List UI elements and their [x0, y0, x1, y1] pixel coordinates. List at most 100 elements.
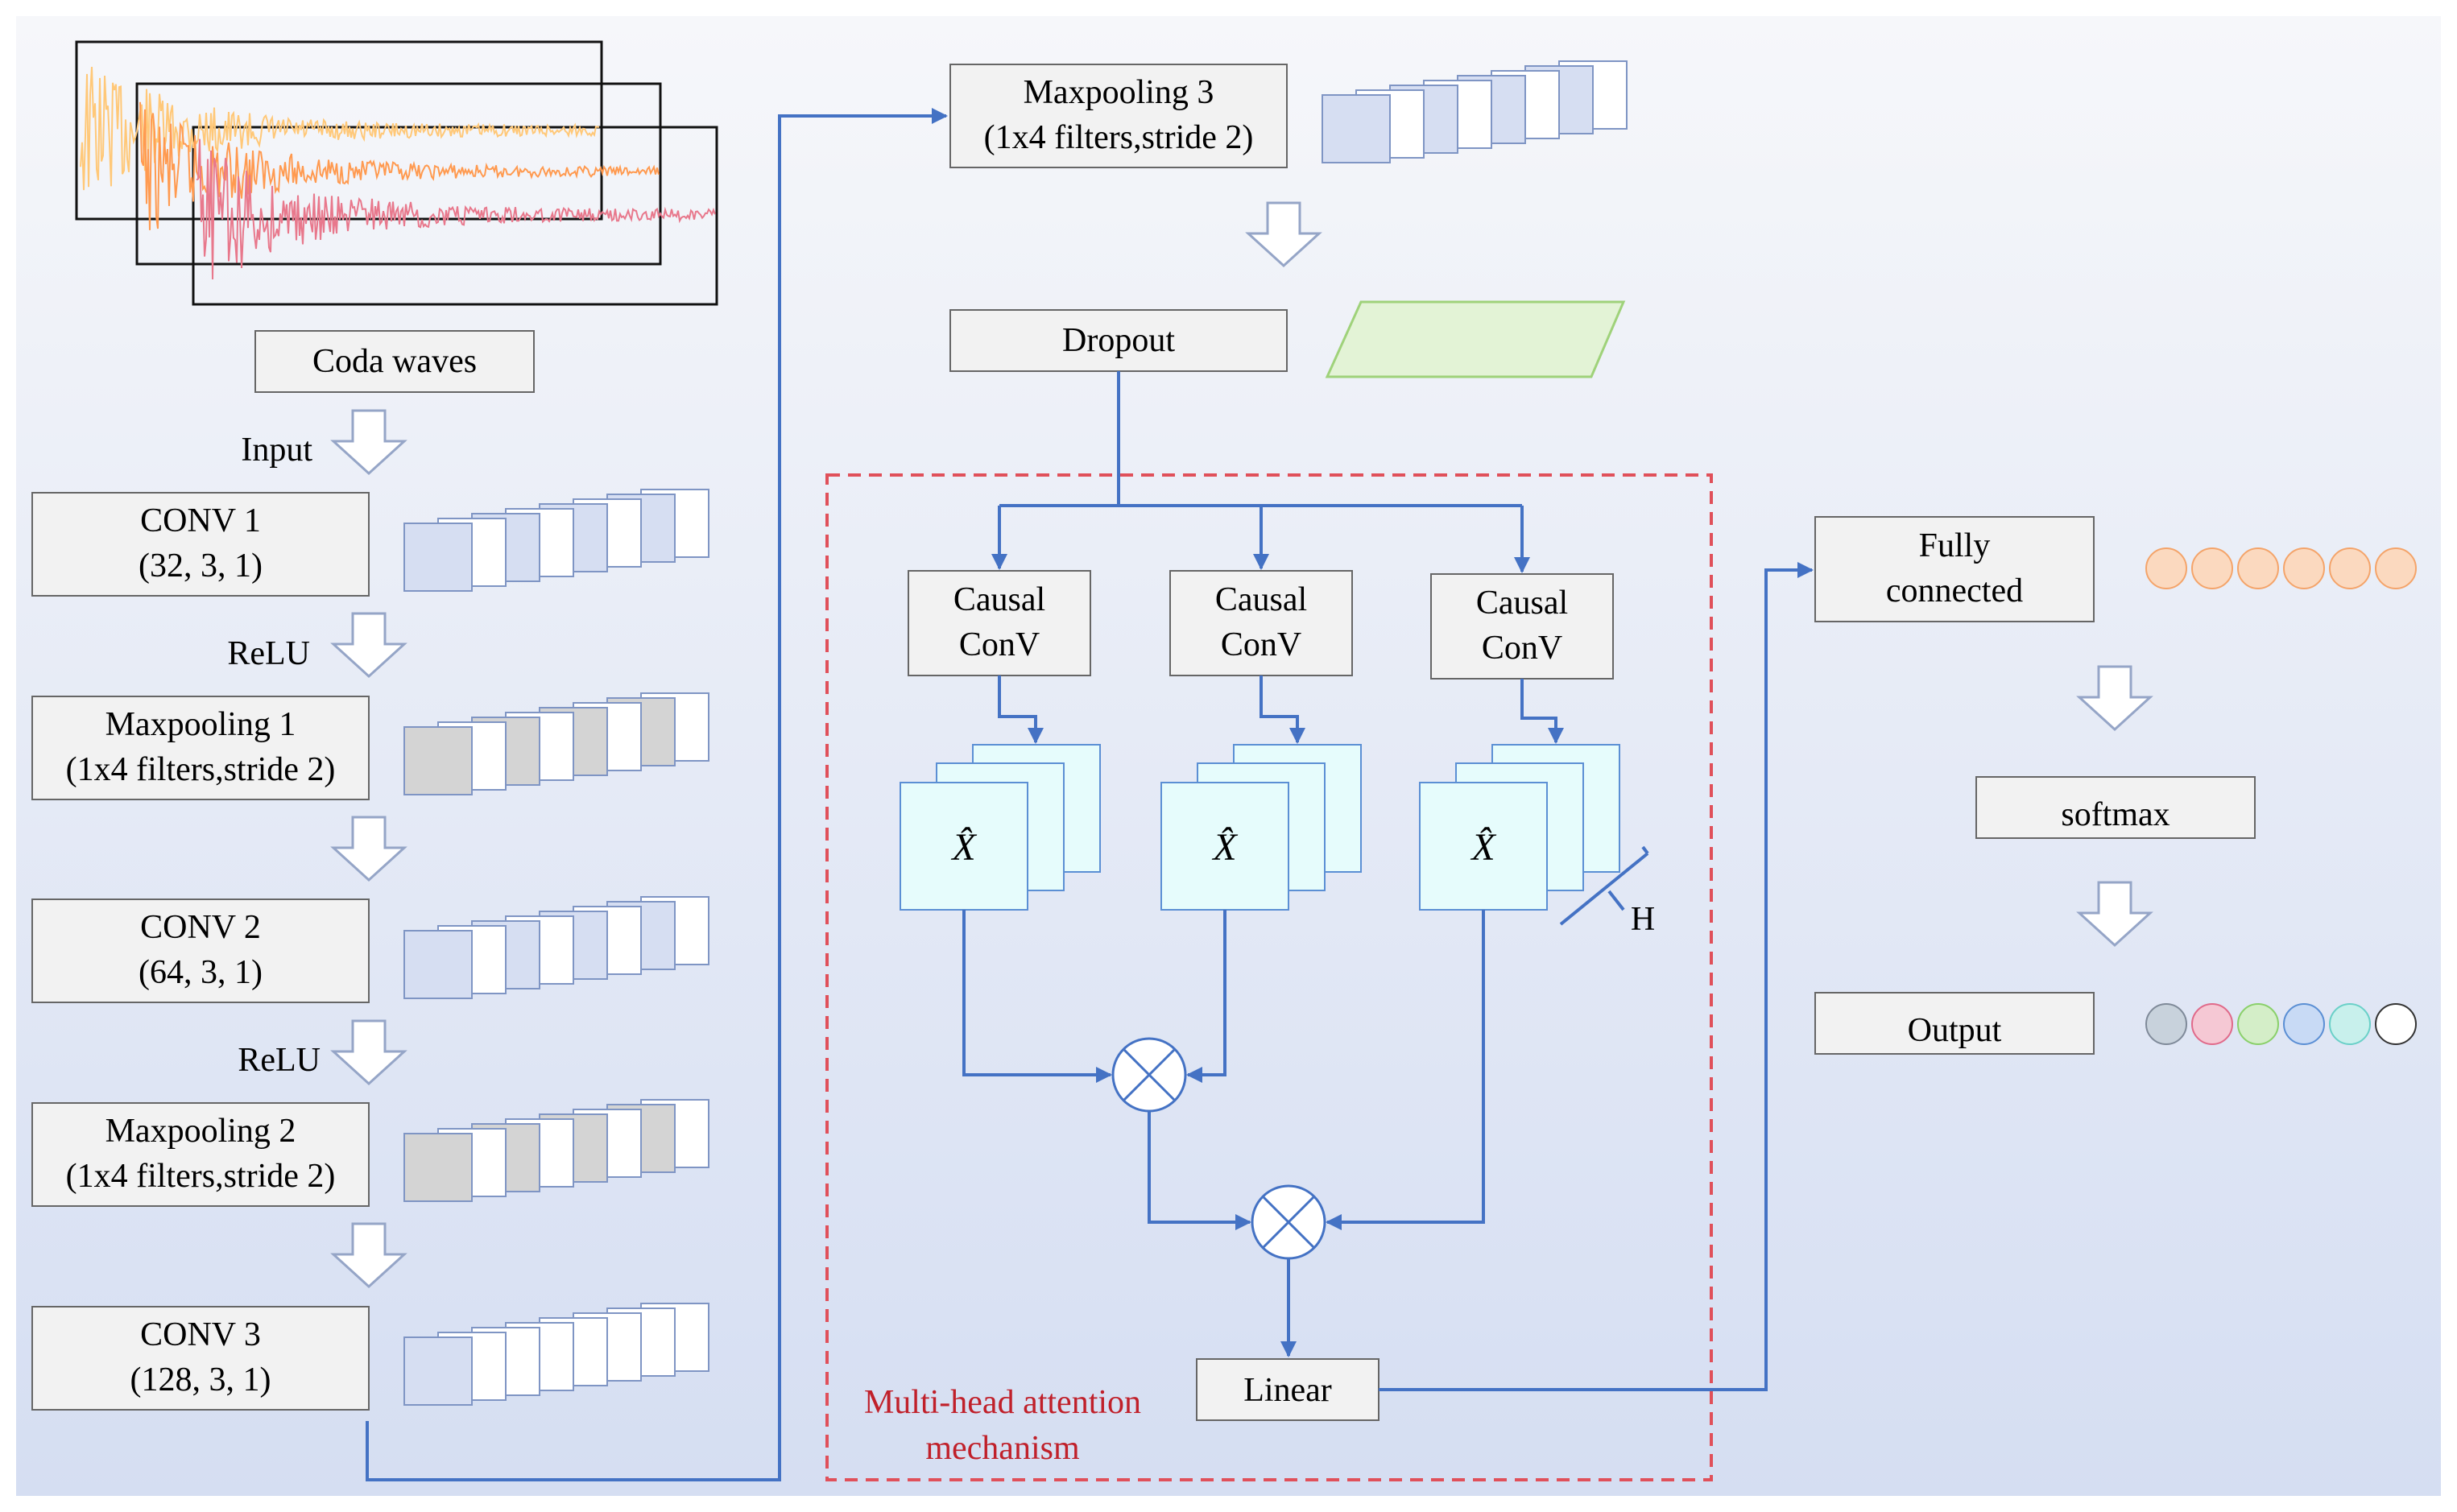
maxpooling2-block: Maxpooling 2 (1x4 filters,stride 2) — [31, 1102, 370, 1207]
dropout-label: Dropout — [1062, 322, 1175, 359]
coda-waves-label: Coda waves — [312, 343, 477, 380]
maxpooling1-line1: Maxpooling 1 — [105, 706, 296, 743]
output-node — [2329, 1003, 2371, 1045]
down-arrow-icon — [2076, 881, 2153, 948]
fc-node — [2283, 547, 2325, 589]
down-arrow-icon — [330, 1222, 407, 1289]
maxpooling3-block: Maxpooling 3 (1x4 filters,stride 2) — [949, 64, 1288, 168]
connector-xhat2-to-mult1 — [1186, 910, 1226, 1083]
causal-conv-3-line2: ConV — [1482, 630, 1562, 667]
flow-connectors — [366, 108, 1814, 1481]
causal-conv-1-line1: Causal — [953, 581, 1045, 618]
connector-head2-to-xhat — [1260, 675, 1305, 744]
maxpooling3-line1: Maxpooling 3 — [1024, 74, 1214, 111]
attention-frame — [825, 473, 1713, 1481]
output-node — [2145, 1003, 2187, 1045]
conv2-block: CONV 2 (64, 3, 1) — [31, 899, 370, 1003]
linear-label: Linear — [1243, 1372, 1332, 1409]
connector-head3-to-xhat — [1520, 679, 1564, 744]
down-arrow-icon — [2076, 665, 2153, 732]
maxpooling1-block: Maxpooling 1 (1x4 filters,stride 2) — [31, 696, 370, 800]
causal-conv-2-line1: Causal — [1215, 581, 1307, 618]
connector-mult1-to-mult2 — [1148, 1111, 1251, 1230]
maxpooling1-line2: (1x4 filters,stride 2) — [66, 751, 336, 788]
xhat-symbol-2: X̂ — [1211, 825, 1238, 869]
arrow-label-relu-2: ReLU — [238, 1042, 321, 1079]
coda-waves-plot — [75, 40, 718, 306]
output-node — [2191, 1003, 2233, 1045]
output-label: Output — [1908, 1012, 2002, 1049]
causal-conv-3-line1: Causal — [1476, 585, 1568, 622]
feature-map-stack — [403, 1099, 709, 1202]
dropout-block: Dropout — [949, 309, 1288, 372]
conv1-line2: (32, 3, 1) — [139, 547, 263, 585]
connector-xhat1-to-mult1 — [962, 910, 1112, 1083]
causal-conv-1: Causal ConV — [908, 570, 1091, 676]
maxpooling3-line2: (1x4 filters,stride 2) — [984, 119, 1254, 156]
fully-connected-line1: Fully — [1919, 527, 1991, 564]
feature-map-stack — [1322, 60, 1628, 163]
feature-map-layer — [403, 930, 473, 999]
xhat-symbol-1: X̂ — [950, 825, 977, 869]
output-nodes — [2145, 1003, 2417, 1045]
feature-map-layer — [403, 726, 473, 795]
feature-map-layer — [403, 523, 473, 592]
linear-block: Linear — [1196, 1358, 1379, 1421]
conv2-line1: CONV 2 — [140, 909, 261, 946]
xhat-stack-2 — [1160, 744, 1362, 911]
conv3-block: CONV 3 (128, 3, 1) — [31, 1306, 370, 1411]
fully-connected-line2: connected — [1886, 572, 2023, 609]
fc-node — [2329, 547, 2371, 589]
down-arrow-icon — [330, 1019, 407, 1086]
xhat-stack-1 — [900, 744, 1101, 911]
maxpooling2-line1: Maxpooling 2 — [105, 1113, 296, 1150]
connector-linear-to-fc — [1379, 562, 1814, 1391]
connector-conv3-to-maxpool3 — [366, 108, 948, 1481]
softmax-label: softmax — [2061, 796, 2170, 833]
fc-node — [2237, 547, 2279, 589]
softmax-block: softmax — [1975, 776, 2256, 839]
fc-node — [2145, 547, 2187, 589]
fc-node — [2375, 547, 2417, 589]
attention-title-line2: mechanism — [925, 1430, 1080, 1467]
down-arrow-icon — [1245, 201, 1322, 268]
causal-conv-3: Causal ConV — [1430, 573, 1614, 680]
feature-map-stack — [403, 489, 709, 592]
feature-map-layer — [1322, 94, 1391, 163]
fully-connected-block: Fully connected — [1814, 516, 2095, 622]
feature-map-layer — [403, 1336, 473, 1406]
conv3-line2: (128, 3, 1) — [130, 1361, 271, 1398]
causal-conv-1-line2: ConV — [959, 626, 1040, 663]
down-arrow-icon — [330, 409, 407, 476]
xhat-symbol-3: X̂ — [1470, 825, 1496, 869]
output-node — [2283, 1003, 2325, 1045]
connector-head1-to-xhat — [998, 675, 1044, 744]
feature-map-stack — [403, 1303, 709, 1406]
output-block: Output — [1814, 992, 2095, 1055]
feature-map-stacks — [403, 60, 1628, 1406]
arrow-label-input: Input — [241, 432, 312, 469]
output-node — [2237, 1003, 2279, 1045]
fc-node — [2191, 547, 2233, 589]
feature-map-layer — [403, 1133, 473, 1202]
connector-xhat3-to-mult2 — [1326, 910, 1485, 1230]
hollow-arrows — [330, 201, 2153, 1289]
down-arrow-icon — [330, 612, 407, 679]
causal-conv-2: Causal ConV — [1169, 570, 1353, 676]
coda-waves-box — [254, 330, 535, 393]
dropout-parallelogram — [1325, 300, 1626, 378]
maxpooling2-line2: (1x4 filters,stride 2) — [66, 1158, 336, 1195]
xhat-stack-3 — [1419, 744, 1620, 911]
conv2-line2: (64, 3, 1) — [139, 954, 263, 991]
conv3-line1: CONV 3 — [140, 1316, 261, 1353]
feature-map-stack — [403, 692, 709, 795]
output-node — [2375, 1003, 2417, 1045]
head-count-bracket — [1559, 845, 1649, 926]
down-arrow-icon — [330, 816, 407, 882]
causal-conv-2-line2: ConV — [1221, 626, 1301, 663]
fully-connected-nodes — [2145, 547, 2417, 589]
conv1-line1: CONV 1 — [140, 502, 261, 539]
feature-map-stack — [403, 896, 709, 999]
conv1-block: CONV 1 (32, 3, 1) — [31, 492, 370, 597]
